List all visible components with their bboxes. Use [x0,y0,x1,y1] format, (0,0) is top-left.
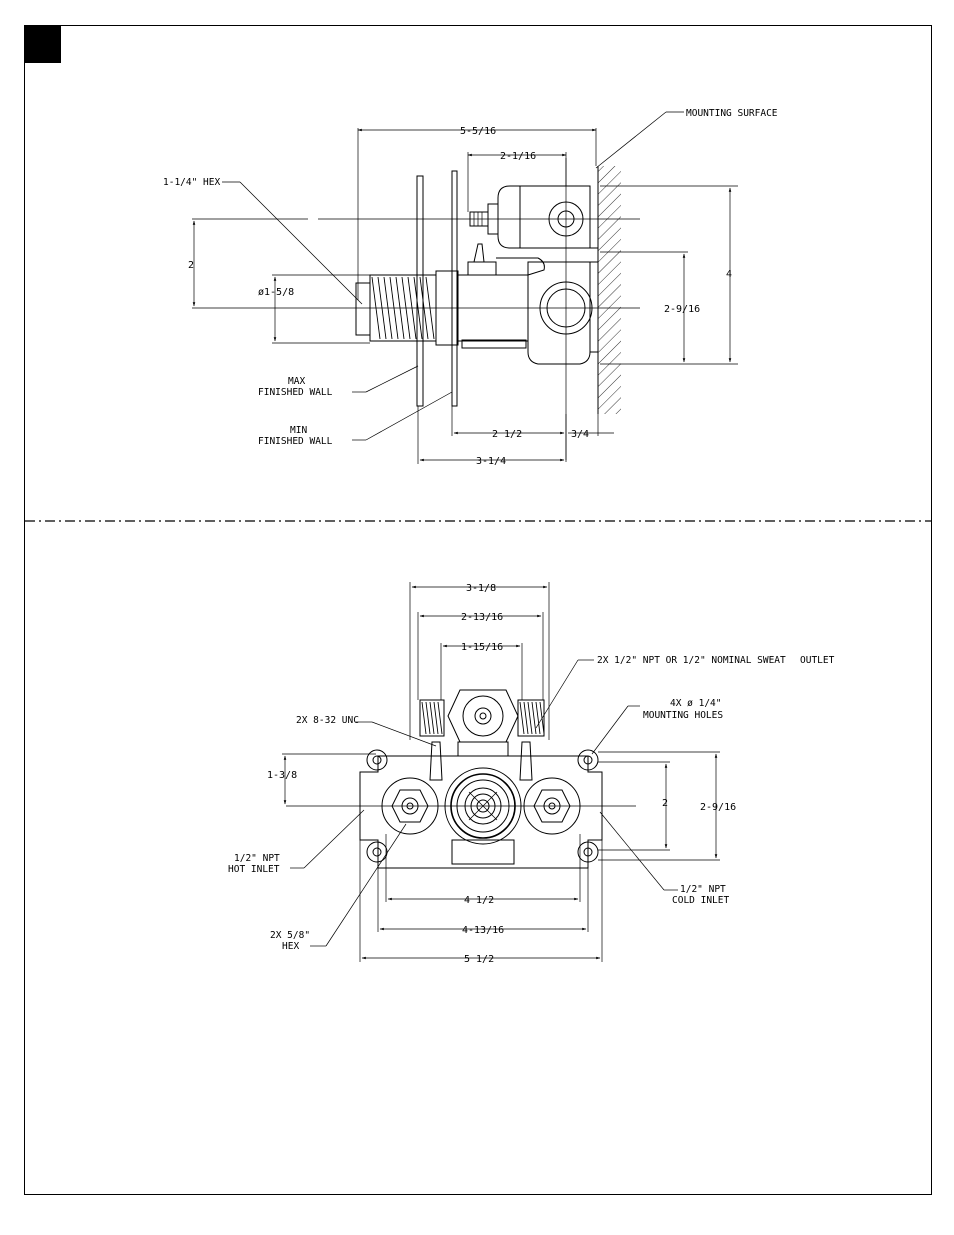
hex-size-label-1: 2X 5/8" [270,930,310,941]
hex-size-label-2: HEX [282,941,299,952]
outlet-label-1: 2X 1/2" NPT OR 1/2" NOMINAL SWEAT [597,655,786,666]
dim-left-height: 1-3/8 [267,770,297,781]
page-tab-marker [25,26,61,63]
hot-inlet-label-2: HOT INLET [228,864,280,875]
mounting-surface-label: MOUNTING SURFACE [686,108,778,119]
mounting-holes-label-1: 4X ø 1/4" [670,698,721,709]
mounting-surface-hatch [598,166,621,414]
dim-body-diameter: ø1-5/8 [258,287,294,298]
dim-inlet-spacing: 4 1/2 [464,895,494,906]
screw-post-left [430,742,442,780]
dim-right-height: 2-9/16 [700,802,736,813]
dim-outlet-center: 1-15/16 [461,642,503,653]
cold-inlet-label-1: 1/2" NPT [680,884,726,895]
dim-mount-spacing: 4-13/16 [462,925,504,936]
outlet-label-2: OUTLET [800,655,835,666]
screw-label: 2X 8-32 UNC [296,715,359,726]
screw-post-right [520,742,532,780]
hot-inlet-label-1: 1/2" NPT [234,853,280,864]
dim-outlet-width: 3-1/8 [466,583,496,594]
side-view: MOUNTING SURFACE 1-1/4" HEX MAX FINISHED… [163,108,778,467]
dim-overall-width: 5 1/2 [464,954,494,965]
dim-stem-offset: 2 [188,260,194,271]
front-view: 2X 1/2" NPT OR 1/2" NOMINAL SWEAT OUTLET… [228,582,835,965]
dim-outlet-height: 2-9/16 [664,304,700,315]
max-wall-label-1: MAX [288,376,305,387]
outlet-hex-top [448,690,518,742]
dim-stem-depth: 2-1/16 [500,151,536,162]
dim-right-height-inner: 2 [662,798,668,809]
hex-label: 1-1/4" HEX [163,177,220,188]
max-wall-label-2: FINISHED WALL [258,387,333,398]
dim-height: 4 [726,269,732,280]
dim-overall-depth: 5-5/16 [460,126,496,137]
min-wall-label-2: FINISHED WALL [258,436,333,447]
mounting-holes-label-2: MOUNTING HOLES [643,710,723,721]
dim-max-wall-depth: 3-1/4 [476,456,506,467]
min-finished-wall [452,171,457,406]
cold-inlet-label-2: COLD INLET [672,895,729,906]
dim-min-wall-depth: 2 1/2 [492,429,522,440]
dim-outlet-inner: 2-13/16 [461,612,503,623]
page-border [25,26,932,1195]
min-wall-label-1: MIN [290,425,307,436]
dim-wall-offset: 3/4 [571,429,589,440]
